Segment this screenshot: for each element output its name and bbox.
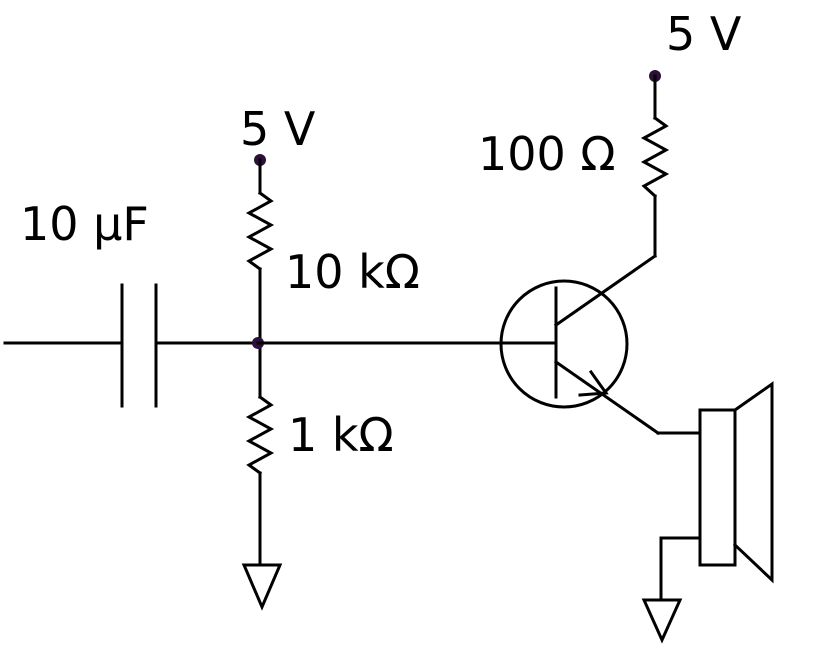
- upper-resistor-label: 10 kΩ: [285, 245, 420, 299]
- lower-resistor-zigzag: [245, 394, 275, 476]
- supply-voltage-label-mid: 5 V: [240, 102, 316, 156]
- transistor-emitter-lead: [553, 359, 661, 436]
- lower-resistor-label: 1 kΩ: [288, 408, 394, 462]
- supply-voltage-label-top: 5 V: [666, 7, 742, 61]
- capacitor-label: 10 μF: [20, 197, 149, 251]
- emitter-arrowhead: [578, 369, 609, 397]
- collector-resistor-zigzag: [640, 115, 670, 199]
- upper-resistor-zigzag: [245, 190, 275, 272]
- speaker-cone: [732, 381, 774, 584]
- speaker: [641, 381, 774, 644]
- transistor-collector-lead: [553, 253, 658, 328]
- input-capacitor: [3, 283, 260, 408]
- speaker-ground-wire: [659, 536, 702, 602]
- bias-divider: [241, 154, 283, 611]
- collector-resistor-label: 100 Ω: [478, 127, 616, 181]
- npn-transistor: [499, 253, 661, 436]
- collector-branch: [640, 70, 670, 258]
- transistor-envelope: [499, 279, 629, 409]
- ground-symbol-right: [641, 598, 683, 644]
- ground-symbol-left: [241, 563, 283, 611]
- speaker-magnet: [698, 408, 737, 567]
